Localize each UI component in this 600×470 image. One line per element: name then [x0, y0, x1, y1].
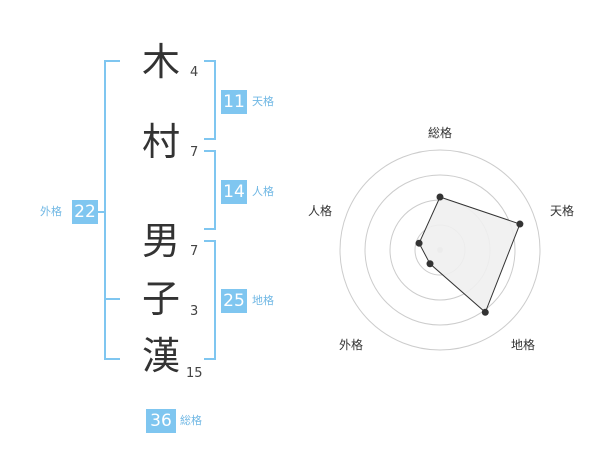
stroke-count-3: 7 — [190, 244, 199, 259]
jinkaku-label: 人格 — [252, 185, 274, 198]
radar-point-5 — [415, 239, 423, 247]
kanji-char-2: 村 — [141, 120, 180, 164]
kanji-char-1: 木 — [141, 40, 180, 84]
radar-axis-label-soukaku: 総格 — [428, 126, 453, 140]
tenkaku-bracket-vertical — [214, 60, 216, 140]
tenkaku-label: 天格 — [252, 95, 274, 108]
gaikaku-bracket-middle — [104, 298, 120, 300]
kanji-char-4: 子 — [141, 277, 180, 321]
radar-axis-label-chikaku: 地格 — [511, 338, 536, 352]
jinkaku-bracket-vertical — [214, 150, 216, 230]
gaikaku-bracket-vertical — [104, 60, 106, 360]
soukaku-value-badge: 36 — [146, 409, 176, 433]
radar-grid-ring — [364, 174, 516, 326]
stroke-count-5: 15 — [186, 366, 203, 381]
jinkaku-bracket-top — [204, 150, 216, 152]
jinkaku-bracket-bottom — [204, 228, 216, 230]
tenkaku-value-badge: 11 — [221, 90, 247, 114]
gaikaku-connector — [96, 211, 104, 213]
chikaku-label: 地格 — [252, 294, 274, 307]
stroke-count-1: 4 — [190, 65, 199, 80]
radar-point-3 — [481, 308, 489, 316]
kanji-char-5: 漢 — [141, 334, 180, 378]
gaikaku-bracket-top — [104, 60, 120, 62]
stroke-count-4: 3 — [190, 304, 199, 319]
chikaku-bracket-top — [204, 240, 216, 242]
gaikaku-bracket-bottom — [104, 358, 120, 360]
soukaku-label: 総格 — [180, 414, 202, 427]
radar-grid-ring — [339, 149, 541, 351]
tenkaku-bracket-bottom — [204, 138, 216, 140]
radar-shape — [415, 193, 524, 316]
radar-axis-label-gaikaku: 外格 — [339, 338, 364, 352]
gaikaku-value-badge: 22 — [72, 200, 98, 224]
radar-point-4 — [426, 260, 434, 268]
gaikaku-label: 外格 — [40, 205, 62, 218]
radar-axis-label-tenkaku: 天格 — [550, 204, 575, 218]
tenkaku-bracket-top — [204, 60, 216, 62]
radar-polygon — [418, 196, 521, 314]
kanji-char-3: 男 — [141, 219, 180, 263]
chikaku-value-badge: 25 — [221, 289, 247, 313]
radar-point-1 — [436, 193, 444, 201]
stroke-count-2: 7 — [190, 145, 199, 160]
chikaku-bracket-vertical — [214, 240, 216, 360]
radar-axis-label-jinkaku: 人格 — [308, 204, 333, 218]
radar-point-2 — [516, 220, 524, 228]
chikaku-bracket-bottom — [204, 358, 216, 360]
jinkaku-value-badge: 14 — [221, 180, 247, 204]
